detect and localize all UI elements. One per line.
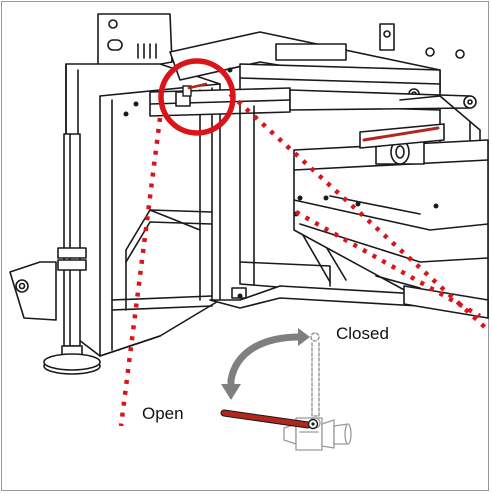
callout-line-right	[228, 92, 490, 332]
valve-handle-open	[220, 409, 319, 430]
callout-line-left	[118, 117, 163, 427]
mower-housing	[293, 123, 489, 319]
callout-dotted-lines	[118, 92, 490, 427]
label-closed: Closed	[336, 324, 389, 343]
arrow-head-right	[298, 328, 310, 346]
valve-body	[283, 417, 352, 451]
valve-handle-closed	[310, 332, 320, 417]
valve-on-machine	[182, 82, 440, 142]
rotation-arrow	[221, 328, 310, 400]
jack-post	[9, 133, 101, 375]
label-open: Open	[142, 404, 184, 423]
arrow-head-down	[221, 384, 241, 400]
main-frame	[65, 63, 221, 357]
callout-line-inner	[294, 210, 482, 318]
ball-valve-detail	[220, 332, 352, 451]
valve-callout-circle	[158, 58, 236, 136]
